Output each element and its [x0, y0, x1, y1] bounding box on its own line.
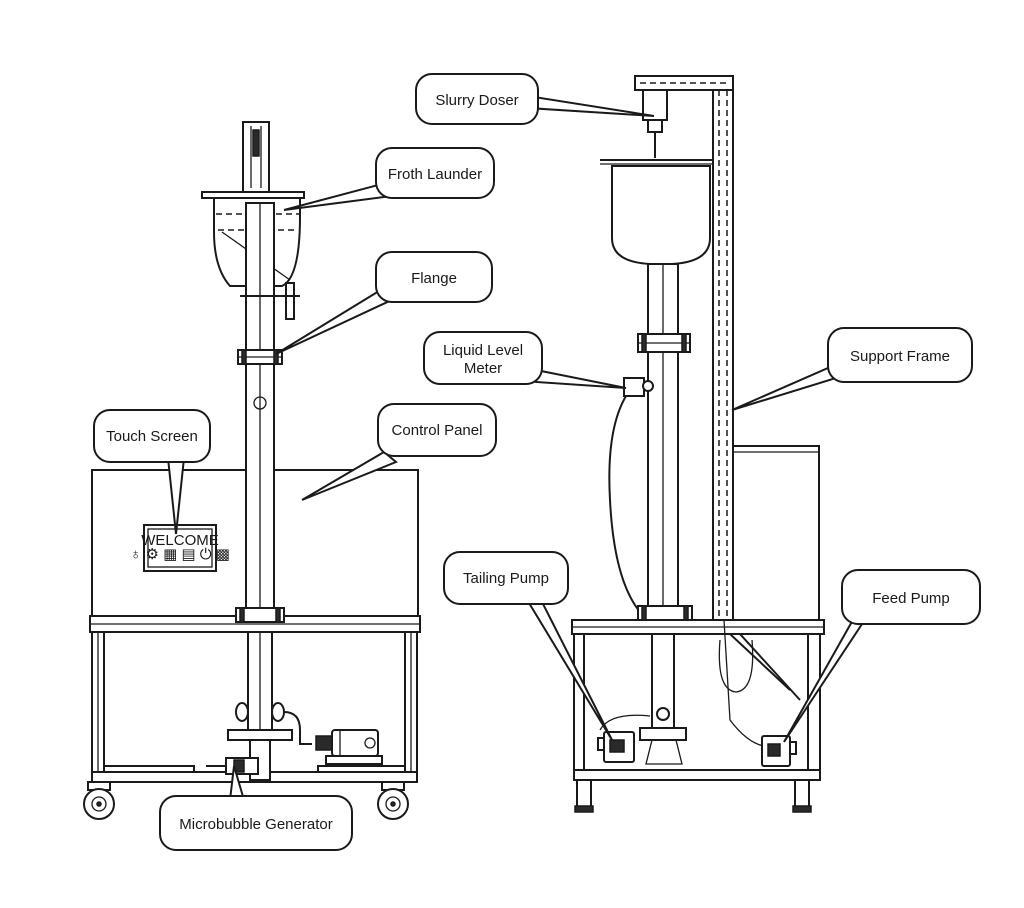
callout-slurry-doser: Slurry Doser — [415, 73, 539, 125]
label-feed-pump: Feed Pump — [872, 590, 950, 607]
left-wheel — [83, 781, 115, 820]
tailing-pump — [597, 731, 635, 763]
callout-flange: Flange — [375, 251, 493, 303]
label-slurry-doser: Slurry Doser — [435, 92, 518, 109]
label-microbubble-generator: Microbubble Generator — [179, 816, 332, 833]
left-motor-pump — [315, 729, 383, 765]
callout-microbubble-generator: Microbubble Generator — [159, 795, 353, 851]
support-frame-post — [712, 79, 734, 621]
label-flange: Flange — [411, 270, 457, 287]
label-touch-screen: Touch Screen — [106, 428, 198, 445]
label-liquid-level-meter-line1: Liquid Level — [443, 342, 523, 359]
liquid-level-meter — [623, 377, 645, 397]
callout-froth-launder: Froth Launder — [375, 147, 495, 199]
rear-tank — [732, 445, 820, 621]
touch-screen-icons: ♁ ⚙ ▦ ▤ ⏻ ▩ — [130, 546, 230, 563]
label-liquid-level-meter-line2: Meter — [464, 360, 502, 377]
label-support-frame: Support Frame — [850, 348, 950, 365]
right-feed-tank — [611, 165, 711, 265]
column-port — [253, 396, 267, 410]
left-machine: WELCOME ♁ ⚙ ▦ ▤ ⏻ ▩ — [83, 121, 421, 820]
leader-lines — [166, 94, 868, 801]
callout-support-frame: Support Frame — [827, 327, 973, 383]
touch-screen-welcome: WELCOME — [141, 532, 219, 549]
touch-screen — [143, 524, 217, 572]
left-base-plate — [227, 729, 293, 741]
right-leg-right — [807, 633, 821, 781]
label-froth-launder: Froth Launder — [388, 166, 482, 183]
label-tailing-pump: Tailing Pump — [463, 570, 549, 587]
right-machine — [571, 75, 825, 813]
right-wheel — [377, 781, 409, 820]
right-leg-left — [573, 633, 585, 781]
left-lower-flange — [235, 607, 285, 623]
callout-tailing-pump: Tailing Pump — [443, 551, 569, 605]
callout-feed-pump: Feed Pump — [841, 569, 981, 625]
callout-touch-screen: Touch Screen — [93, 409, 211, 463]
label-control-panel: Control Panel — [392, 422, 483, 439]
callout-control-panel: Control Panel — [377, 403, 497, 457]
feed-pump — [761, 735, 797, 767]
callout-liquid-level-meter: Liquid Level Meter — [423, 331, 543, 385]
